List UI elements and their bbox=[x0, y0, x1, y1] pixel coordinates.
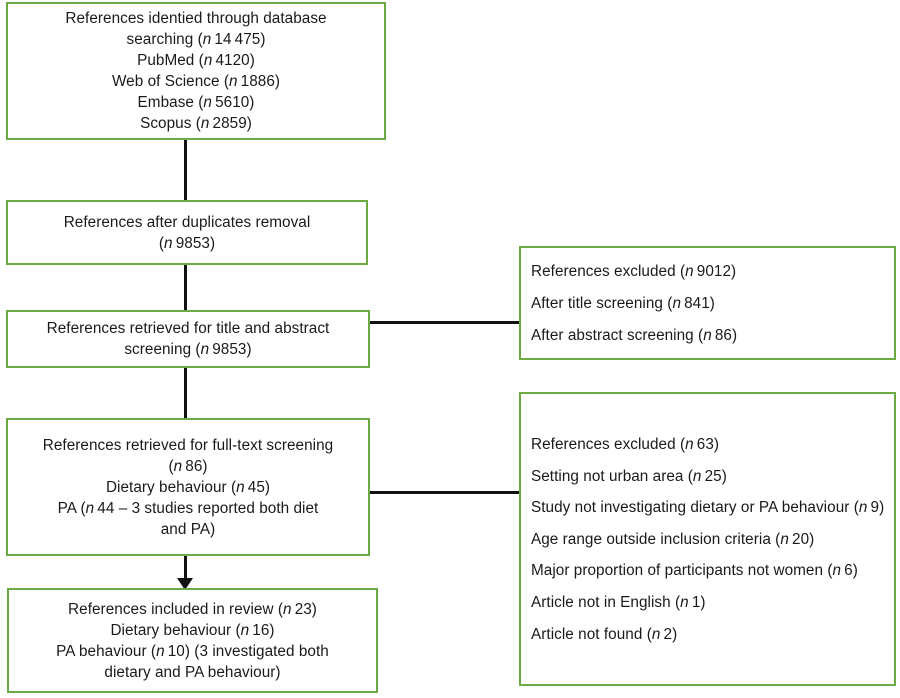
node-line: Setting not urban area (n 25) bbox=[531, 467, 727, 485]
node-line: References excluded (n 63) bbox=[531, 435, 720, 453]
node-line: References retrieved for full-text scree… bbox=[42, 436, 334, 454]
references-fulltext-box: References retrieved for full-text scree… bbox=[6, 418, 370, 556]
node-line: Article not in English (n 1) bbox=[531, 593, 706, 611]
node-line: Article not found (n 2) bbox=[531, 625, 678, 643]
node-line: References identied through database bbox=[65, 10, 327, 27]
node-line: References excluded (n 9012) bbox=[531, 262, 737, 280]
connector-fulltext-to-excluded bbox=[370, 491, 521, 494]
connector-duplicates-to-title-abstract bbox=[184, 263, 187, 312]
node-line: References retrieved for title and abstr… bbox=[46, 320, 330, 337]
references-excluded-fulltext-box: References excluded (n 63) Setting not u… bbox=[519, 392, 896, 686]
node-line: After title screening (n 841) bbox=[531, 294, 715, 312]
connector-title-abstract-to-fulltext bbox=[184, 366, 187, 420]
node-line: Dietary behaviour (n 16) bbox=[110, 621, 275, 639]
references-included-box: References included in review (n 23) Die… bbox=[7, 588, 378, 693]
node-line: searching (n 14 475) bbox=[126, 31, 266, 48]
node-line: Study not investigating dietary or PA be… bbox=[531, 498, 885, 516]
node-line: References included in review (n 23) bbox=[68, 600, 317, 618]
references-excluded-screening-box: References excluded (n 9012) After title… bbox=[519, 246, 896, 360]
node-line: Dietary behaviour (n 45) bbox=[105, 478, 271, 496]
node-line: Major proportion of participants not wom… bbox=[531, 561, 858, 579]
node-line: screening (n 9853) bbox=[124, 341, 252, 358]
connector-title-abstract-to-excluded bbox=[370, 321, 521, 324]
node-line: dietary and PA behaviour) bbox=[104, 663, 281, 681]
node-line: PA behaviour (n 10) (3 investigated both bbox=[56, 642, 329, 660]
node-line: (n 86) bbox=[168, 457, 208, 475]
node-line: (n 9853) bbox=[158, 234, 216, 252]
connector-fulltext-to-included bbox=[184, 554, 187, 582]
node-line: References after duplicates removal bbox=[63, 213, 311, 231]
connector-identified-to-duplicates bbox=[184, 138, 187, 202]
references-after-duplicates-box: References after duplicates removal (n 9… bbox=[6, 200, 368, 265]
node-line: Embase (n 5610) bbox=[137, 94, 255, 111]
arrowhead-down-icon bbox=[177, 578, 193, 590]
references-identified-box: References identied through database sea… bbox=[6, 2, 386, 140]
node-line: and PA) bbox=[160, 520, 216, 538]
node-line: PubMed (n 4120) bbox=[137, 52, 255, 69]
node-line: Web of Science (n 1886) bbox=[111, 73, 281, 90]
references-title-abstract-box: References retrieved for title and abstr… bbox=[6, 310, 370, 368]
node-line: Age range outside inclusion criteria (n … bbox=[531, 530, 815, 548]
node-line: Scopus (n 2859) bbox=[140, 115, 252, 132]
node-line: PA (n 44 – 3 studies reported both diet bbox=[57, 499, 319, 517]
node-line: After abstract screening (n 86) bbox=[531, 326, 738, 344]
